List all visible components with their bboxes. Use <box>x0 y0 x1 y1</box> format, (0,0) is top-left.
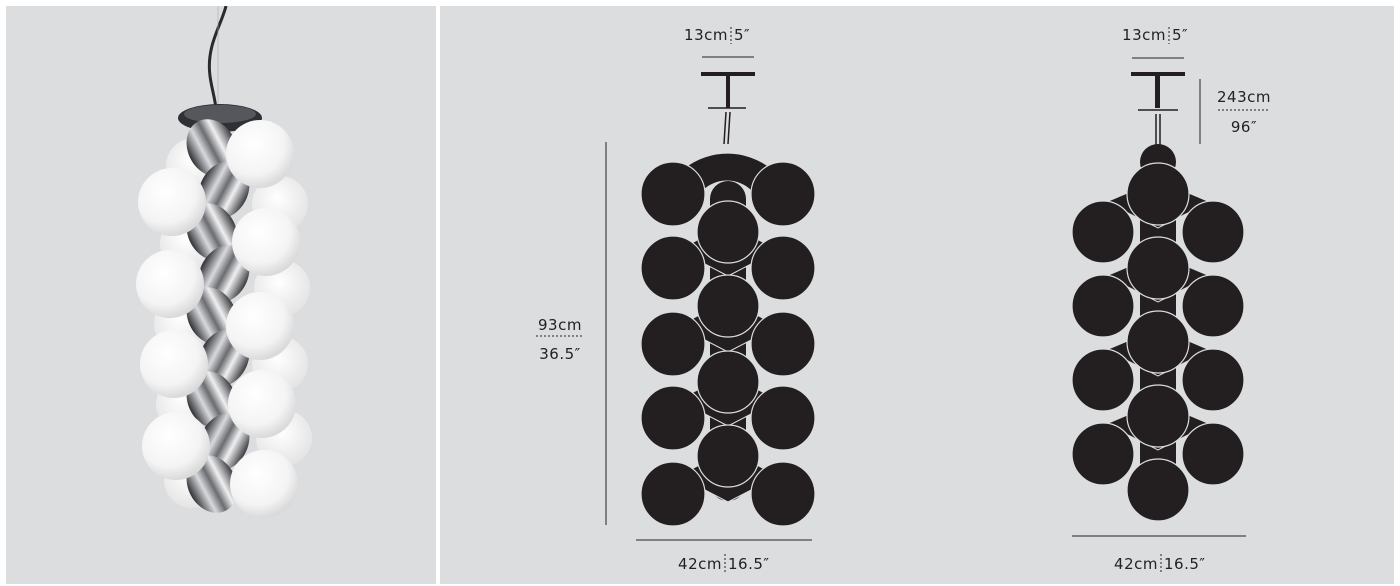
side-globe-center <box>1126 384 1190 448</box>
side-bottom-width-in: 16.5″ <box>1164 555 1206 573</box>
dimension-drawings: 13cm 5″ 93cm 36.5″ 42cm 16.5″ <box>536 26 1271 573</box>
glass-globe-front <box>228 370 296 438</box>
front-globe-left <box>640 235 706 301</box>
front-globe-left <box>640 161 706 227</box>
side-globe-right <box>1181 274 1245 338</box>
front-globe-left <box>640 311 706 377</box>
side-globe-left <box>1071 274 1135 338</box>
glass-globe-front <box>136 250 204 318</box>
front-bottom-width-in: 16.5″ <box>728 555 770 573</box>
front-globe-center <box>696 350 760 414</box>
front-globe-right <box>750 311 816 377</box>
front-globe-center <box>696 424 760 488</box>
side-globe-left <box>1071 348 1135 412</box>
side-bottom-width-cm: 42cm <box>1114 555 1158 573</box>
front-globe-left <box>640 461 706 527</box>
side-globe-center <box>1126 458 1190 522</box>
glass-globe-front <box>230 450 298 518</box>
front-globe-right <box>750 161 816 227</box>
side-globe-right <box>1181 422 1245 486</box>
side-globe-right <box>1181 200 1245 264</box>
front-top-width-cm: 13cm <box>684 26 728 44</box>
front-height-in: 36.5″ <box>539 345 581 363</box>
front-height-cm: 93cm <box>538 316 582 334</box>
front-globe-left <box>640 385 706 451</box>
glass-globe-front <box>142 412 210 480</box>
side-globe-center <box>1126 310 1190 374</box>
front-globe-center <box>696 200 760 264</box>
side-globe-left <box>1071 200 1135 264</box>
product-photo-panel <box>6 6 436 584</box>
front-globe-right <box>750 385 816 451</box>
glass-globe-front <box>232 208 300 276</box>
side-view-drawing: 13cm 5″ 243cm 96″ 42cm 16.5″ <box>1071 26 1271 573</box>
side-top-width-cm: 13cm <box>1122 26 1166 44</box>
glass-globe-front <box>140 330 208 398</box>
front-globe-right <box>750 461 816 527</box>
side-drop-in: 96″ <box>1231 118 1257 136</box>
side-globe-left <box>1071 422 1135 486</box>
glass-globe-front <box>226 292 294 360</box>
side-globe-right <box>1181 348 1245 412</box>
side-globe-center <box>1126 162 1190 226</box>
pendant-lamp-photo <box>136 6 312 518</box>
side-top-width-in: 5″ <box>1172 26 1188 44</box>
technical-drawing-panel: 13cm 5″ 93cm 36.5″ 42cm 16.5″ <box>440 6 1394 584</box>
glass-globe-front <box>138 168 206 236</box>
side-drop-cm: 243cm <box>1217 88 1271 106</box>
glass-globe-front <box>226 120 294 188</box>
front-globe-right <box>750 235 816 301</box>
front-bottom-width-cm: 42cm <box>678 555 722 573</box>
side-globe-center <box>1126 236 1190 300</box>
front-globe-center <box>696 274 760 338</box>
front-top-width-in: 5″ <box>734 26 750 44</box>
front-view-drawing: 13cm 5″ 93cm 36.5″ 42cm 16.5″ <box>536 26 816 573</box>
